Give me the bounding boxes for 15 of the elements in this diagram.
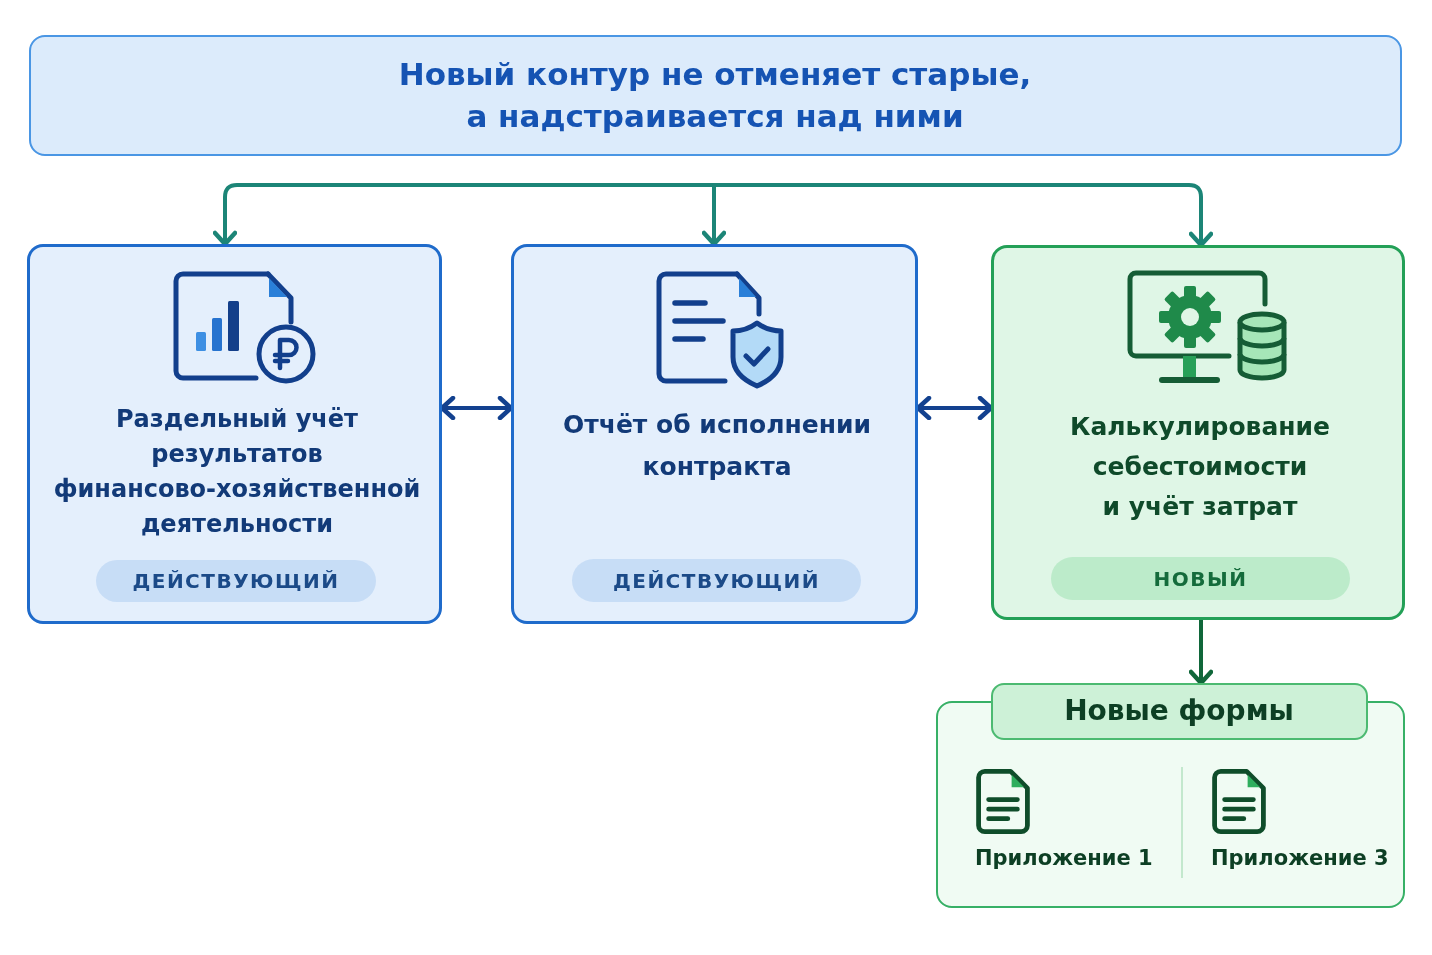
arrow [1188, 620, 1214, 686]
status-tag: ДЕЙСТВУЮЩИЙ [96, 560, 376, 602]
module-card [991, 245, 1405, 620]
form-label: Приложение 3 [1211, 845, 1389, 871]
banner-title: Новый контур не отменяет старые, а надстраивается над ними [398, 55, 1032, 136]
banner [29, 35, 1402, 156]
form-label: Приложение 1 [975, 845, 1153, 871]
section-title: Новые формы [1064, 693, 1294, 729]
module-card [511, 244, 918, 624]
module-card [27, 244, 442, 624]
card-title: Отчёт об исполнении контракта [563, 409, 871, 483]
status-tag: ДЕЙСТВУЮЩИЙ [572, 559, 861, 602]
card-title: Раздельный учёт результатов финансово-хозяйственной деятельности [53, 404, 421, 540]
card-title: Калькулирование себестоимости и учёт затрат [1070, 411, 1330, 523]
status-tag: НОВЫЙ [1051, 557, 1350, 600]
